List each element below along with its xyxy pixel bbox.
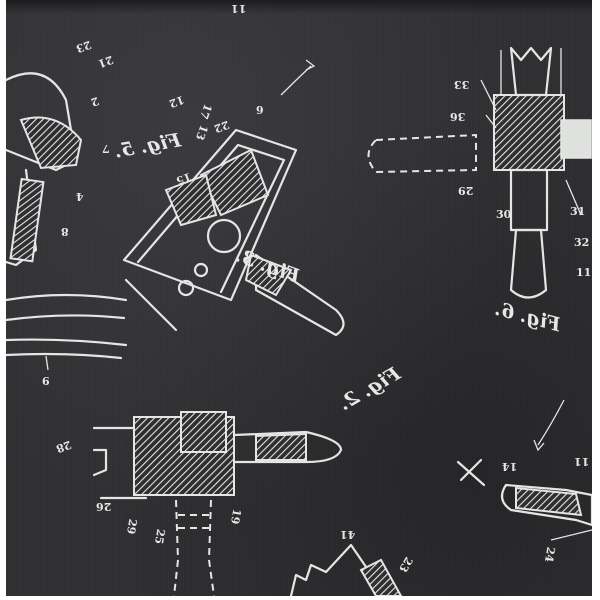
reference-numeral: 7 (102, 142, 110, 155)
reference-numeral: 11 (576, 266, 592, 279)
reference-numeral: 41 (340, 528, 356, 541)
reference-numeral: 29 (123, 517, 140, 536)
reference-numeral: 36 (450, 110, 466, 123)
reference-numeral: 29 (458, 184, 474, 197)
reference-numeral: 33 (454, 78, 470, 91)
patent-drawings (6, 46, 592, 596)
fabric-photo: Fig. 5. Fig. 3. Fig. 6. Fig. 2. 11 23 21… (6, 0, 592, 596)
handle-bottom-right (456, 399, 592, 541)
reference-numeral: 4 (76, 190, 84, 203)
reference-numeral: 24 (541, 545, 558, 564)
fold-shadow (6, 0, 592, 14)
reference-numeral: 8 (61, 225, 69, 238)
reference-numeral: 11 (231, 2, 247, 15)
partial-drawing-bottom-center (289, 543, 403, 596)
reference-numeral: 25 (151, 527, 168, 546)
wheel-hub-left (6, 72, 128, 371)
reference-numeral: 6 (256, 103, 264, 116)
reference-numeral: 31 (570, 205, 586, 218)
reference-numeral: 26 (96, 500, 112, 513)
reference-numeral: 11 (574, 455, 590, 468)
reference-numeral: 32 (574, 236, 590, 249)
spindle-assembly-right (367, 46, 592, 299)
reference-numeral: 30 (496, 208, 512, 221)
wheel-rim-center (122, 59, 345, 337)
reference-numeral: 19 (227, 507, 244, 526)
reference-numeral: 9 (42, 374, 50, 387)
reference-numeral: 14 (502, 460, 518, 473)
shaft-assembly-bottom (92, 411, 343, 596)
